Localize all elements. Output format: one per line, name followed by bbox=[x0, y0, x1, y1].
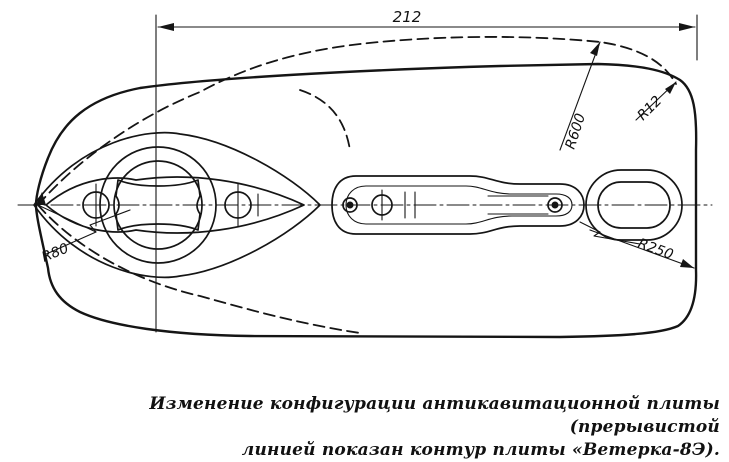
central-boss-cutout bbox=[115, 179, 201, 231]
central-boss-inner-ring bbox=[113, 160, 203, 250]
front-boss-outer bbox=[33, 131, 321, 279]
dimension-length-label: 212 bbox=[393, 8, 422, 26]
central-boss-outer-ring bbox=[99, 146, 217, 264]
aft-oval-inner bbox=[597, 181, 671, 229]
aft-oval-outer bbox=[585, 169, 683, 241]
caption-line-2: линией показан контур плиты «Ветерка-8Э)… bbox=[241, 440, 720, 460]
old-plate-inner-dashed bbox=[299, 89, 351, 151]
radius-label-r80: R80 bbox=[40, 241, 72, 266]
rear-bracket-rib bbox=[487, 195, 549, 215]
new-plate-outline bbox=[34, 62, 698, 339]
bolt-hole-rear-left bbox=[342, 197, 358, 213]
radius-label-r12: R12 bbox=[635, 93, 666, 124]
dimension-arrow-left bbox=[158, 23, 174, 31]
bolt-hole-rear-right bbox=[547, 197, 563, 213]
radius-leader-r600 bbox=[559, 41, 601, 151]
old-plate-outline-dashed bbox=[37, 36, 677, 206]
aft-break-mark bbox=[579, 221, 641, 245]
caption-line-1: Изменение конфигурации антикавитационной… bbox=[149, 394, 720, 437]
plate-drawing: 212 R600 R12 R250 R80 bbox=[17, 8, 713, 339]
radius-leader-r250 bbox=[589, 229, 695, 269]
radius-label-r600: R600 bbox=[563, 112, 590, 152]
old-plate-outline-dashed-lower bbox=[37, 204, 361, 334]
rear-bracket-outer bbox=[331, 175, 585, 235]
dimension-arrow-right bbox=[679, 23, 695, 31]
rear-bracket-inner bbox=[345, 185, 573, 225]
